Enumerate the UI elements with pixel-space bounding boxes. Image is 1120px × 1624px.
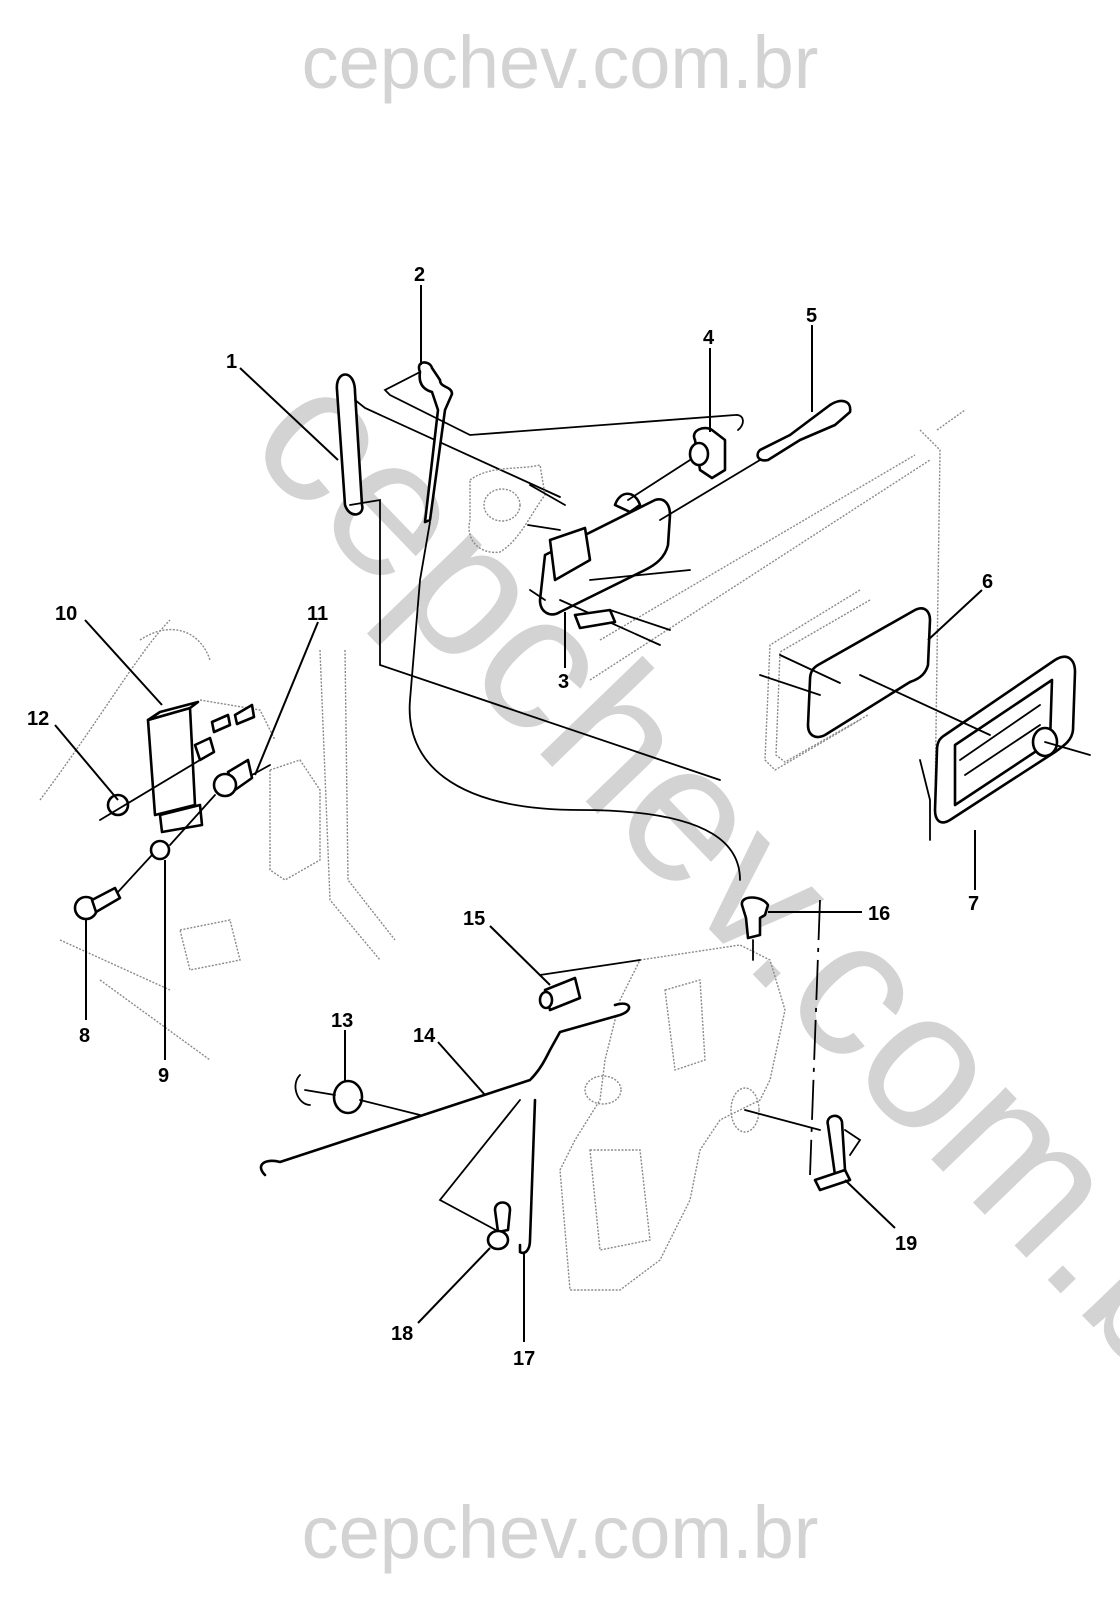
part-actuator-rod[interactable] (438, 1098, 537, 1255)
part-lock-knob[interactable] (740, 896, 770, 961)
callout-5: 5 (806, 305, 817, 412)
part-washer[interactable] (149, 794, 216, 861)
watermark-bottom: cepchev.com.br (301, 1491, 819, 1574)
svg-text:1: 1 (226, 351, 237, 373)
callout-1: 1 (226, 351, 339, 461)
part-striker-bushing[interactable] (212, 758, 271, 798)
part-lock-cylinder[interactable] (627, 426, 727, 501)
callout-14: 14 (413, 1025, 486, 1096)
callout-11: 11 (254, 603, 328, 776)
svg-text:13: 13 (331, 1010, 353, 1032)
svg-text:2: 2 (414, 264, 425, 286)
part-rod-retainer-clip[interactable] (486, 1201, 512, 1251)
svg-text:3: 3 (558, 671, 569, 693)
callout-2: 2 (414, 264, 425, 365)
callout-9: 9 (158, 860, 169, 1087)
callout-19: 19 (844, 1179, 917, 1255)
callout-15: 15 (463, 908, 551, 986)
svg-text:9: 9 (158, 1065, 169, 1087)
part-screw[interactable] (73, 854, 153, 921)
part-rod-clip[interactable] (538, 959, 641, 1012)
svg-text:19: 19 (895, 1233, 917, 1255)
svg-text:6: 6 (982, 571, 993, 593)
svg-text:15: 15 (463, 908, 485, 930)
callout-12: 12 (27, 708, 119, 801)
svg-text:12: 12 (27, 708, 49, 730)
svg-text:14: 14 (413, 1025, 436, 1047)
callout-6: 6 (927, 571, 993, 641)
part-rod-clip-grommet[interactable] (294, 1074, 364, 1115)
callout-10: 10 (55, 603, 163, 706)
svg-text:11: 11 (307, 603, 328, 625)
part-outside-handle-rod[interactable] (335, 373, 721, 781)
callout-13: 13 (331, 1010, 353, 1082)
callout-16: 16 (768, 903, 890, 925)
lock-cylinder-housing-ghost (468, 464, 566, 554)
part-nut[interactable] (99, 759, 201, 821)
svg-text:7: 7 (968, 893, 979, 915)
callout-7: 7 (968, 830, 979, 915)
svg-text:10: 10 (55, 603, 77, 625)
part-lock-actuator[interactable] (146, 700, 256, 834)
part-latch-clip[interactable] (744, 899, 862, 1192)
callout-4: 4 (703, 327, 715, 432)
svg-text:18: 18 (391, 1323, 413, 1345)
part-key[interactable] (659, 399, 852, 521)
part-inside-handle-bezel[interactable] (859, 655, 1091, 841)
callout-18: 18 (391, 1247, 491, 1345)
svg-text:17: 17 (513, 1348, 535, 1370)
callout-17: 17 (513, 1253, 535, 1370)
part-inside-handle-gasket[interactable] (759, 607, 932, 739)
svg-text:16: 16 (868, 903, 890, 925)
watermark-top: cepchev.com.br (301, 21, 819, 104)
callout-3: 3 (558, 612, 569, 693)
svg-text:8: 8 (79, 1025, 90, 1047)
body-pillar-outline (39, 619, 396, 1061)
part-outside-handle[interactable] (529, 492, 691, 646)
svg-text:4: 4 (703, 327, 715, 349)
svg-text:5: 5 (806, 305, 817, 327)
part-inside-lock-rod[interactable] (259, 1002, 631, 1177)
door-panel-outline (589, 409, 966, 801)
latch-assembly-outline (559, 944, 786, 1291)
part-lock-cylinder-rod[interactable] (383, 361, 744, 881)
callout-8: 8 (79, 920, 90, 1047)
